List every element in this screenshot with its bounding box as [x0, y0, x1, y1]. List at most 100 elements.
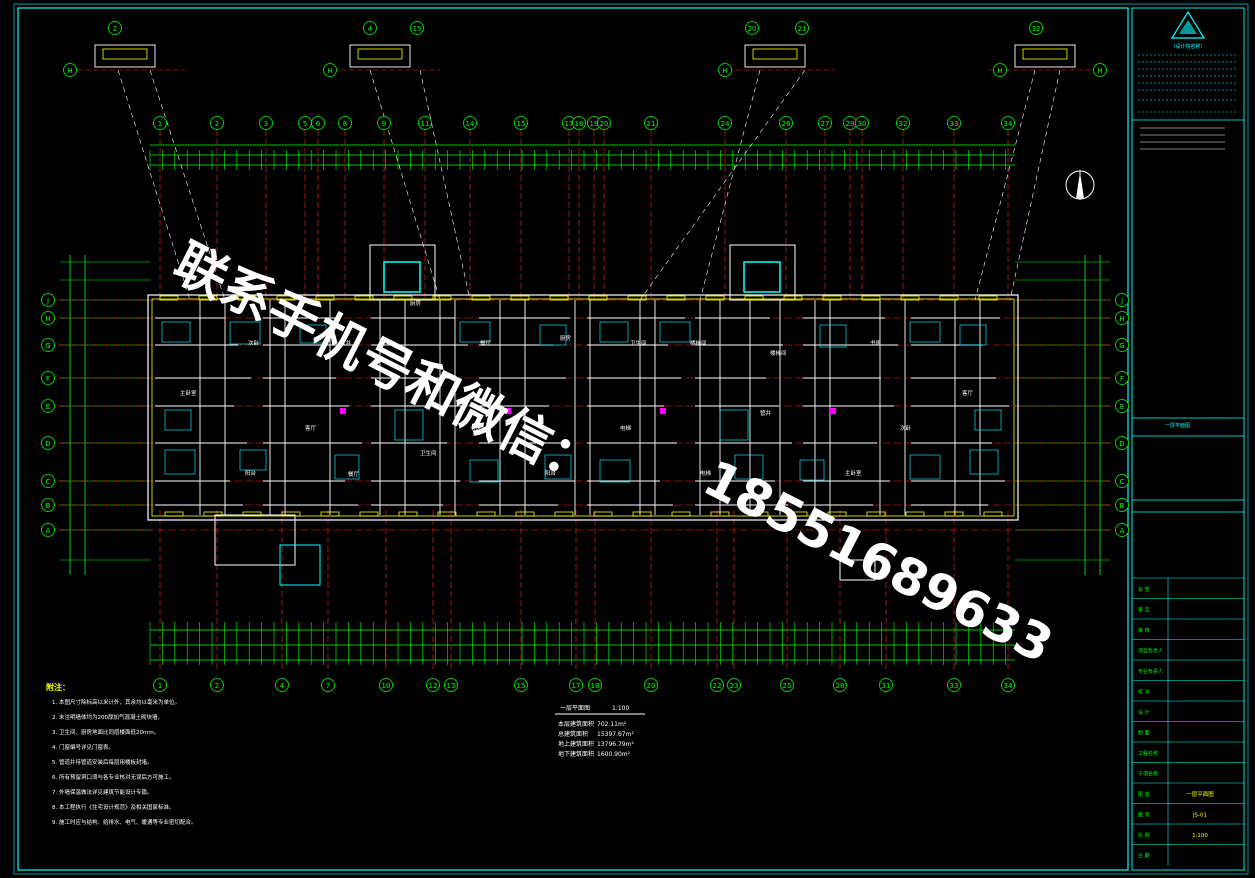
notes-lines: 1. 本图尺寸除标高以米计外，其余均以毫米为单位。2. 未注明墙体均为200厚加… [52, 698, 197, 826]
top-axis-label: 15 [517, 120, 526, 128]
accent-mark [340, 408, 346, 414]
roof-axis-label: H [67, 67, 72, 75]
roof-axis-label: 4 [368, 25, 373, 33]
room-label: 阳台 [545, 469, 557, 477]
top-axis-label: 8 [343, 120, 347, 128]
room-label: 管井 [340, 339, 352, 347]
top-axis-label: 20 [600, 120, 609, 128]
window-north [159, 295, 179, 301]
top-axis-label: 18 [575, 120, 584, 128]
note-line: 3. 卫生间、厨房地面比同层楼面低20mm。 [52, 728, 159, 736]
left-row-label-bubble [41, 399, 55, 413]
bottom-axis-label: 28 [836, 682, 845, 690]
furniture-block [799, 459, 825, 481]
window-north [588, 295, 608, 301]
roof-axis-label-bubble [323, 63, 337, 77]
roof-axis-label: 2 [113, 25, 117, 33]
roof-axis-label-bubble [745, 21, 759, 35]
detail-leader-line [639, 69, 806, 301]
bottom-axis-label-bubble [947, 678, 961, 692]
top-axis-label: 3 [264, 120, 268, 128]
furniture-block [599, 459, 631, 483]
bottom-axis-label-bubble [727, 678, 741, 692]
roof-axis-label-bubble [718, 63, 732, 77]
furniture-block [229, 321, 261, 345]
building-inner-outline [151, 298, 1015, 517]
right-row-label: B [1120, 502, 1125, 510]
bottom-axis-label: 15 [517, 682, 526, 690]
detail-leader-line [974, 69, 1036, 301]
company-logo-icon [1170, 10, 1206, 39]
area-row-label: 本层建筑面积 [558, 720, 594, 728]
detail-leader-line [149, 69, 226, 301]
stair-core-right-inner [743, 261, 781, 293]
entrance-step-left [279, 544, 321, 586]
roof-axis-label: H [1097, 67, 1102, 75]
north-arrow [1065, 170, 1095, 200]
right-row-label: G [1119, 342, 1124, 350]
window-north [549, 295, 569, 301]
right-row-label: E [1120, 403, 1124, 411]
bottom-axis-label: 12 [429, 682, 438, 690]
bottom-axis-label: 33 [950, 682, 959, 690]
roof-axis-label-bubble [63, 63, 77, 77]
window-north [471, 295, 491, 301]
roof-axis-label-bubble [108, 21, 122, 35]
top-axis-label-bubble [463, 116, 477, 130]
furniture-block [299, 324, 327, 344]
room-label: 管井 [760, 409, 772, 417]
top-axis-label: 1 [158, 120, 162, 128]
left-row-label-bubble [41, 338, 55, 352]
window-south [164, 511, 184, 517]
accent-mark [505, 408, 511, 414]
window-north [315, 295, 335, 301]
detail-leader-line [117, 69, 191, 301]
bottom-axis-label: 18 [591, 682, 600, 690]
window-north [666, 295, 686, 301]
window-south [671, 511, 691, 517]
company-name: （设计院名称） [1170, 43, 1205, 50]
note-line: 8. 本工程执行《住宅设计规范》及相关国家标准。 [52, 803, 175, 811]
window-south [359, 511, 379, 517]
bottom-axis-label: 1 [158, 682, 162, 690]
roof-detail-plan [1014, 44, 1076, 68]
top-axis-label-bubble [418, 116, 432, 130]
top-axis-label-bubble [259, 116, 273, 130]
window-south [515, 511, 535, 517]
window-north [822, 295, 842, 301]
window-south [788, 511, 808, 517]
area-row-value: 702.11m² [597, 721, 627, 728]
tb-row-value: JS-01 [1192, 813, 1207, 819]
area-row-label: 总建筑面积 [558, 730, 588, 738]
furniture-block [164, 449, 196, 475]
top-axis-label: 9 [382, 120, 386, 128]
room-label: 楼梯间 [770, 349, 787, 357]
top-axis-label: 32 [899, 120, 908, 128]
roof-axis-label: 21 [798, 25, 807, 33]
window-south [554, 511, 574, 517]
stair-core-left-inner [383, 261, 421, 293]
left-row-label: E [46, 403, 50, 411]
room-label: 厨房 [560, 334, 572, 342]
room-label: 主卧室 [845, 469, 862, 477]
right-row-label-bubble [1115, 371, 1129, 385]
area-row-label: 地上建筑面积 [558, 740, 594, 748]
tb-row-label: 日 期 [1138, 854, 1150, 860]
furniture-block [974, 409, 1002, 431]
roof-axis-label-bubble [363, 21, 377, 35]
note-line: 9. 施工时应与结构、给排水、电气、暖通等专业密切配合。 [52, 818, 197, 826]
window-south [905, 511, 925, 517]
room-label: 电梯 [620, 424, 632, 432]
roof-axis-label-bubble [993, 63, 1007, 77]
left-row-label: A [46, 527, 51, 535]
roof-detail-window [752, 48, 798, 60]
bottom-axis-label-bubble [710, 678, 724, 692]
furniture-block [544, 454, 572, 480]
furniture-block [819, 324, 847, 348]
bottom-axis-label: 25 [783, 682, 792, 690]
bottom-axis-label-bubble [569, 678, 583, 692]
tb-row-label: 工程名称 [1138, 750, 1158, 757]
room-label: 书房 [870, 339, 882, 347]
window-south [320, 511, 340, 517]
top-axis-label-bubble [210, 116, 224, 130]
